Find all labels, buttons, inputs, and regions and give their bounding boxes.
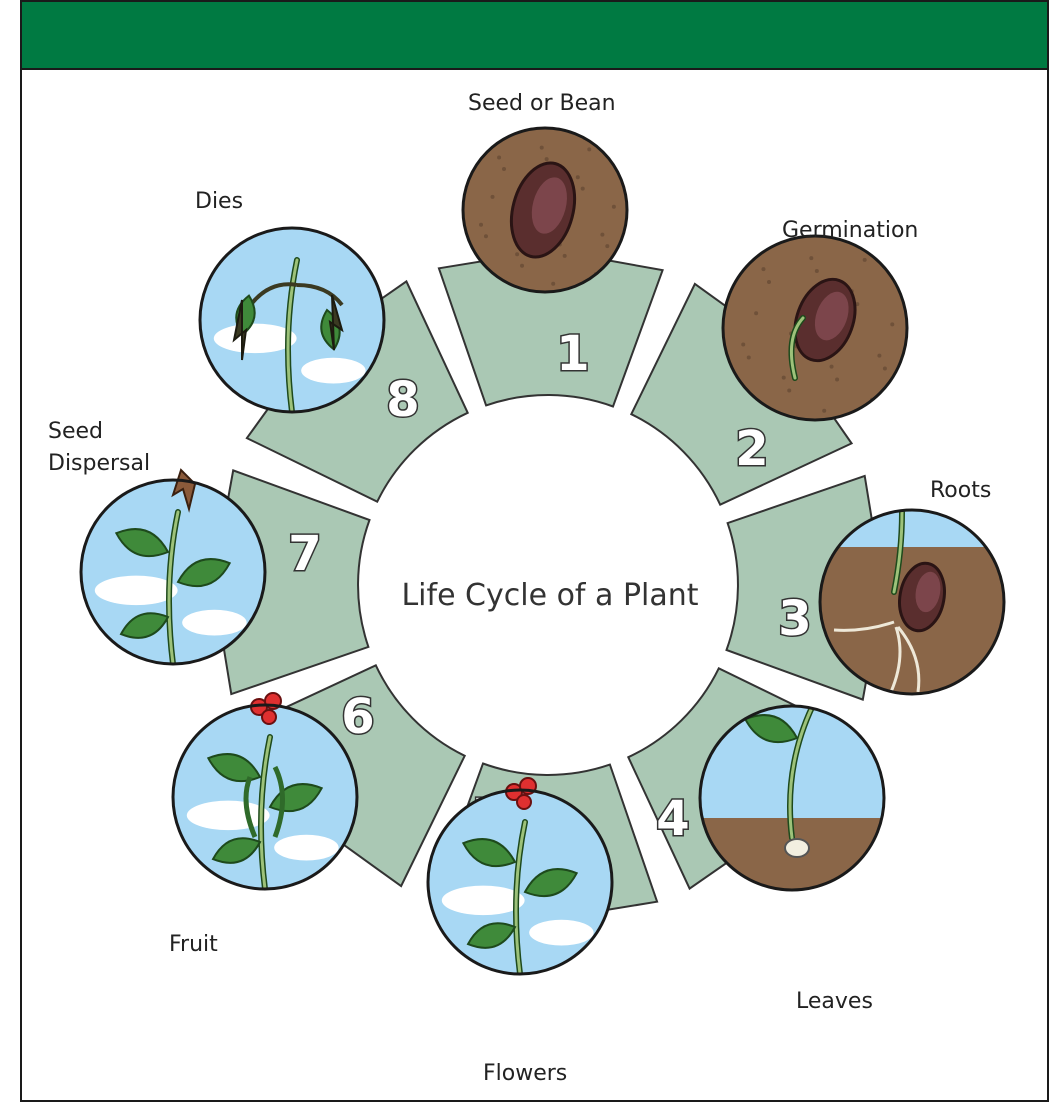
stage-number-2: 2 [735,421,768,477]
sprouting-bean-icon [721,234,907,420]
stage-number-8: 8 [386,372,419,428]
stage-number-3: 3 [778,591,811,647]
stage-number-4: 4 [656,791,689,847]
stage-label-3: Roots [930,478,991,503]
stage-label-1: Seed or Bean [468,91,616,116]
stage-label-6: Fruit [169,932,218,957]
stage-number-6: 6 [341,689,374,745]
dying-plant-icon [200,228,384,412]
bean-with-roots-icon [820,510,1004,731]
stage-label-7-line-1: Seed [48,419,103,444]
stage-label-2: Germination [782,218,918,243]
stage-label-5: Flowers [483,1061,567,1086]
stage-label-4: Leaves [796,989,873,1014]
stage-label-7-line-2: Dispersal [48,451,150,476]
stage-label-7: Seed Dispersal [48,419,150,476]
bean-in-soil-icon [461,126,627,292]
stage-number-1: 1 [556,326,589,382]
stage-number-7: 7 [288,526,321,582]
center-title: Life Cycle of a Plant [401,578,698,613]
stage-label-8: Dies [195,189,243,214]
